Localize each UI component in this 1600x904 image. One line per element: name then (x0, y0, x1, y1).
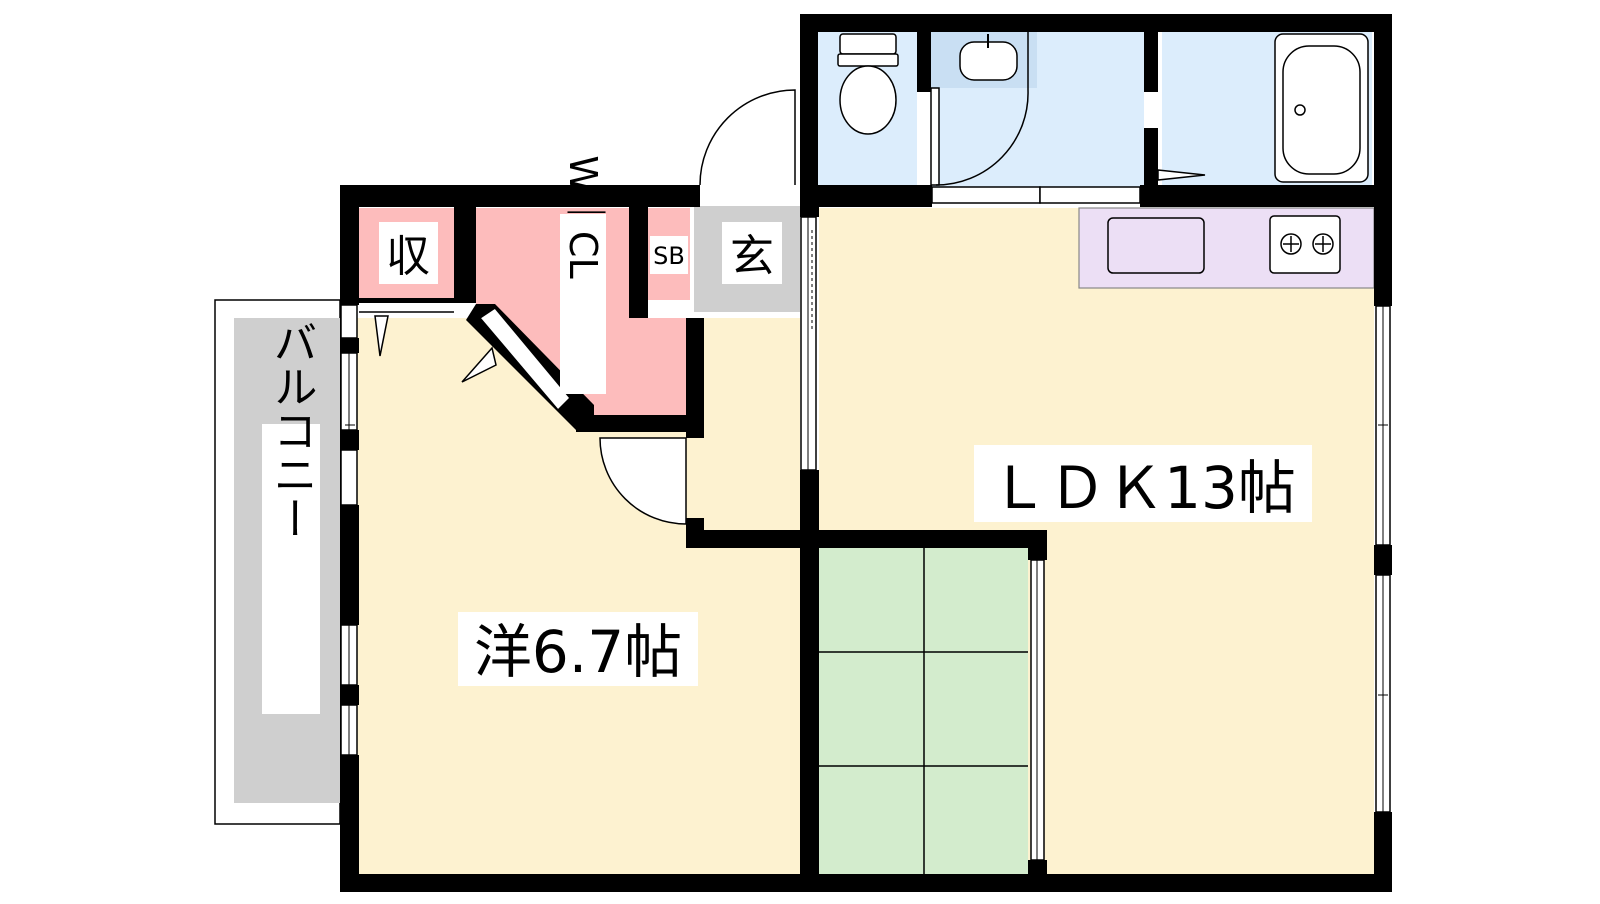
entrance-label-text: 玄 (730, 231, 774, 282)
wet-area-doors (930, 87, 1141, 204)
washbasin-icon (959, 34, 1018, 81)
balcony-label-text: バルコニー (266, 320, 317, 540)
ldk-label: ＬＤＫ13帖 (974, 445, 1312, 522)
storage-label: 収 (379, 222, 438, 284)
window-mullions (345, 217, 1388, 860)
bathtub-icon (1274, 33, 1369, 183)
balcony (214, 299, 341, 825)
balcony-label-bg (262, 424, 320, 714)
toilet-icon (837, 33, 899, 135)
door-swings (359, 32, 1206, 525)
western-room-label: 洋6.7帖 (458, 612, 698, 686)
storage-label-text: 収 (386, 231, 430, 282)
ldk-label-text: ＬＤＫ13帖 (990, 454, 1296, 522)
wic-label-text: W｜CL (561, 155, 605, 278)
tatami-area (819, 548, 1028, 874)
western-room-label-text: 洋6.7帖 (474, 618, 682, 686)
wic-label: W｜CL (560, 155, 606, 394)
entrance-label: 玄 (722, 222, 782, 284)
shoe-box-label: SB (650, 236, 688, 274)
stove-icon (1269, 215, 1341, 274)
hallway-floor (704, 318, 800, 538)
kitchen-sink-icon (1107, 217, 1205, 274)
shoe-box-label-text: SB (653, 242, 685, 270)
